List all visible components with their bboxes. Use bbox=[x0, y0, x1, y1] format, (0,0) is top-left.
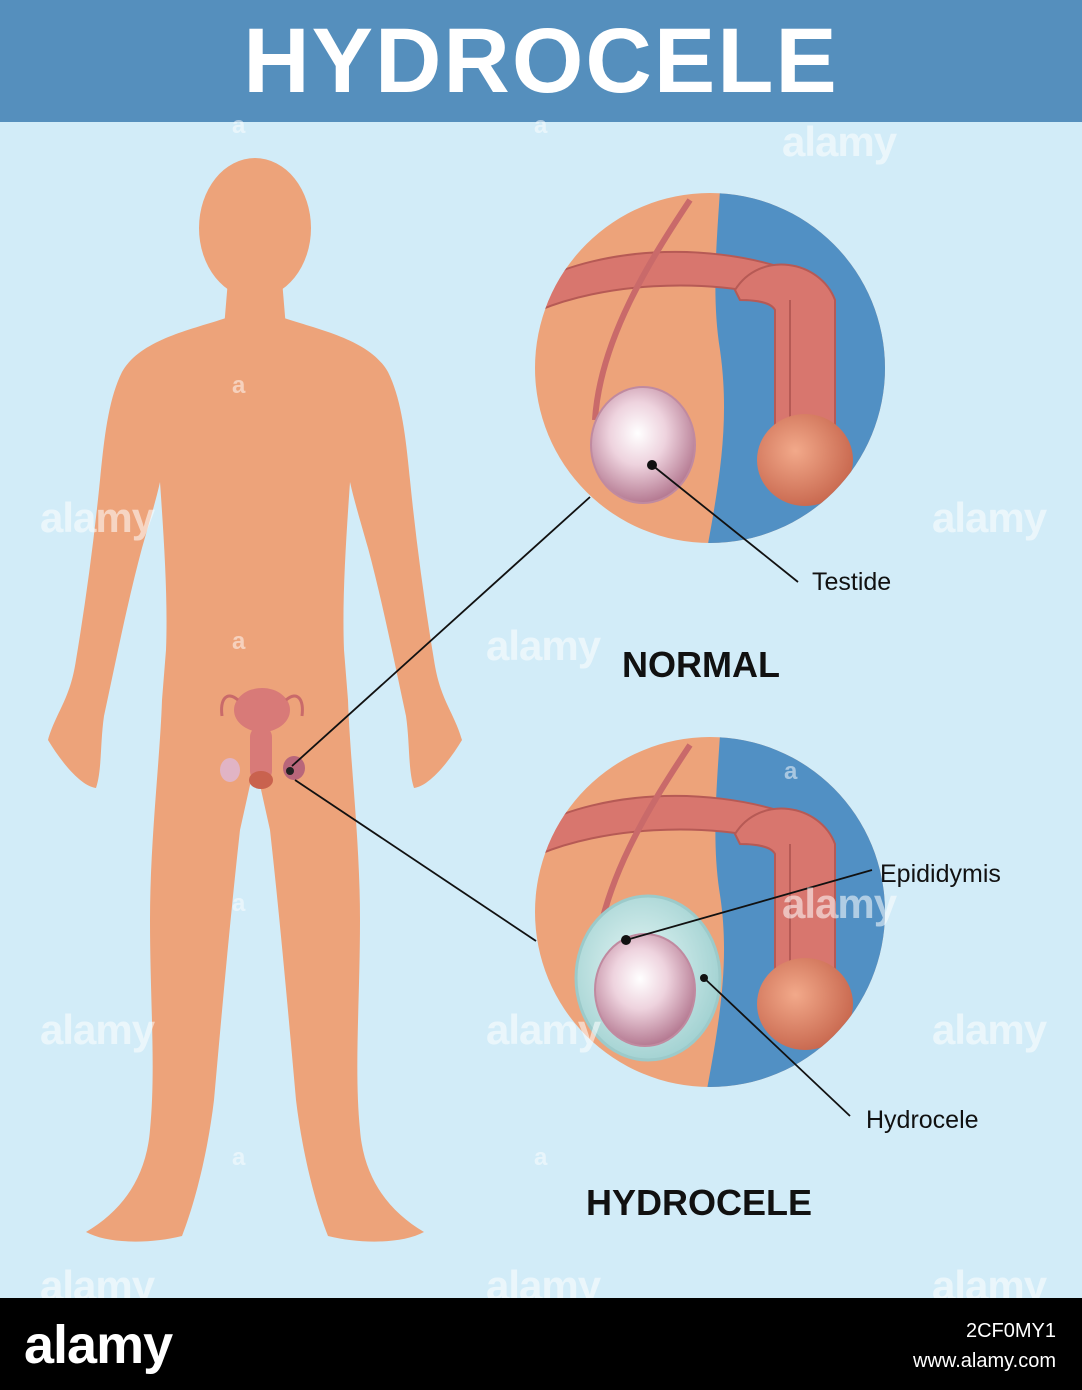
watermark-mark: a bbox=[232, 628, 246, 655]
hydrocele-section-label: HYDROCELE bbox=[586, 1182, 813, 1223]
image-id: 2CF0MY1 bbox=[965, 1320, 1056, 1342]
footer-url: www.alamy.com bbox=[913, 1350, 1056, 1372]
watermark: alamy bbox=[40, 1006, 155, 1053]
watermark: alamy bbox=[782, 880, 897, 927]
epididymis-label: Epididymis bbox=[880, 860, 1001, 888]
footer-logo: alamy bbox=[24, 1315, 173, 1375]
testide-label: Testide bbox=[812, 568, 892, 596]
normal-section-label: NORMAL bbox=[622, 644, 780, 685]
footer-bar: alamy 2CF0MY1 www.alamy.com bbox=[0, 1298, 1082, 1390]
watermark-mark: a bbox=[534, 1144, 548, 1171]
watermark: alamy bbox=[932, 494, 1047, 541]
hydrocele-anatomy-circle bbox=[535, 737, 885, 1087]
watermark-mark: a bbox=[784, 758, 798, 785]
normal-anatomy-circle bbox=[535, 193, 885, 543]
watermark-mark: a bbox=[232, 372, 246, 399]
page-title: HYDROCELE bbox=[243, 10, 839, 112]
title-banner bbox=[0, 0, 1082, 122]
body-silhouette bbox=[48, 158, 462, 1242]
watermark: alamy bbox=[782, 118, 897, 165]
reproductive-organs-small bbox=[220, 688, 305, 789]
watermark: alamy bbox=[486, 1006, 601, 1053]
watermark-mark: a bbox=[534, 112, 548, 139]
hydrocele-label: Hydrocele bbox=[866, 1106, 979, 1134]
watermark: alamy bbox=[40, 494, 155, 541]
watermark-mark: a bbox=[232, 890, 246, 917]
watermark: alamy bbox=[486, 622, 601, 669]
watermark: alamy bbox=[932, 1006, 1047, 1053]
watermark-mark: a bbox=[232, 1144, 246, 1171]
watermark-mark: a bbox=[232, 112, 246, 139]
